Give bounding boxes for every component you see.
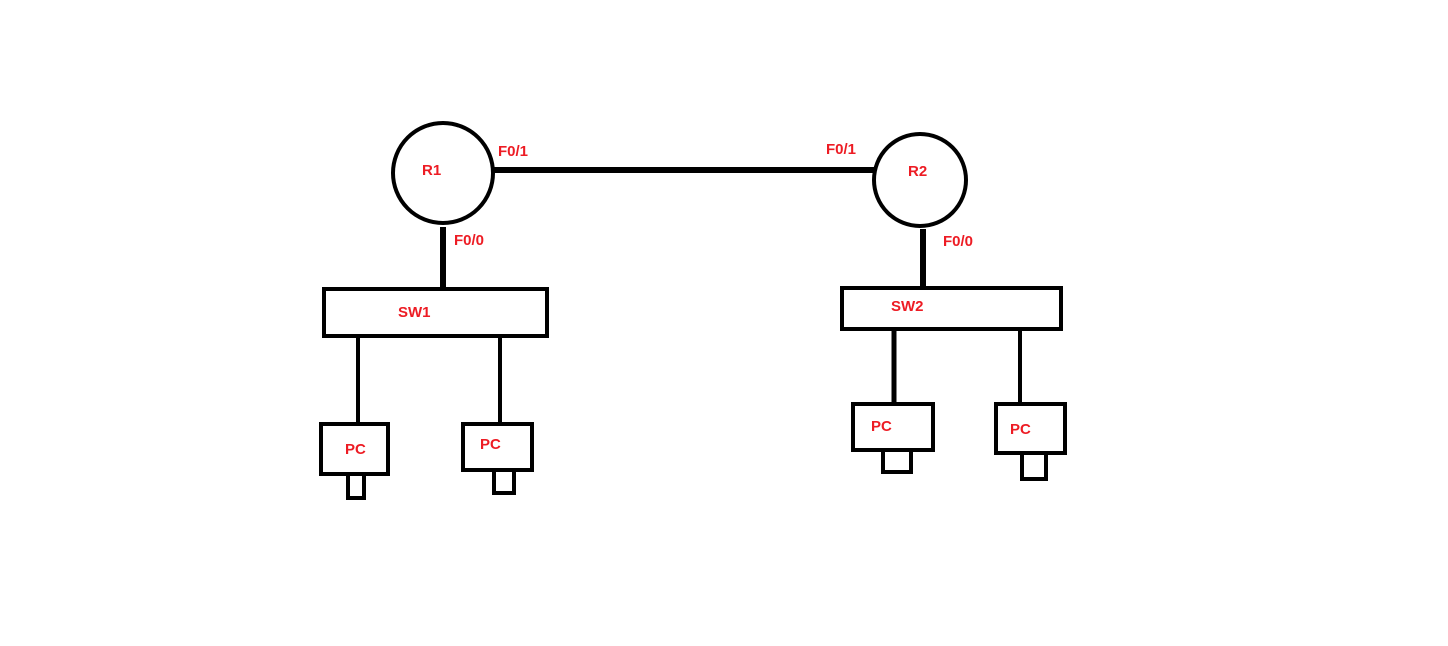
r1-port-f00-label: F0/0 (454, 232, 484, 249)
switch-sw1-box (322, 287, 549, 338)
r2-port-f00-label: F0/0 (943, 233, 973, 250)
switch-sw2: SW2 (840, 286, 1063, 331)
pc-2-stand (492, 468, 516, 495)
pc-2-label: PC (480, 436, 501, 453)
switch-sw1-label: SW1 (398, 304, 431, 321)
pc-2-monitor (461, 422, 534, 472)
pc-3: PC (851, 402, 935, 474)
router-r2-label: R2 (908, 163, 927, 180)
pc-3-monitor (851, 402, 935, 452)
pc-3-stand (881, 448, 913, 474)
pc-4: PC (994, 402, 1067, 481)
pc-1-label: PC (345, 441, 366, 458)
pc-4-stand (1020, 451, 1048, 481)
router-r1-circle (391, 121, 495, 225)
router-r2: R2 (872, 132, 968, 228)
r2-port-f01-label: F0/1 (826, 141, 856, 158)
pc-1: PC (319, 422, 390, 500)
switch-sw2-box (840, 286, 1063, 331)
router-r1: R1 (391, 121, 495, 225)
pc-4-monitor (994, 402, 1067, 455)
switch-sw2-label: SW2 (891, 298, 924, 315)
pc-3-label: PC (871, 418, 892, 435)
router-r1-label: R1 (422, 162, 441, 179)
pc-4-label: PC (1010, 421, 1031, 438)
pc-2: PC (461, 422, 534, 495)
r1-port-f01-label: F0/1 (498, 143, 528, 160)
router-r2-circle (872, 132, 968, 228)
pc-1-stand (346, 472, 366, 500)
switch-sw1: SW1 (322, 287, 549, 338)
